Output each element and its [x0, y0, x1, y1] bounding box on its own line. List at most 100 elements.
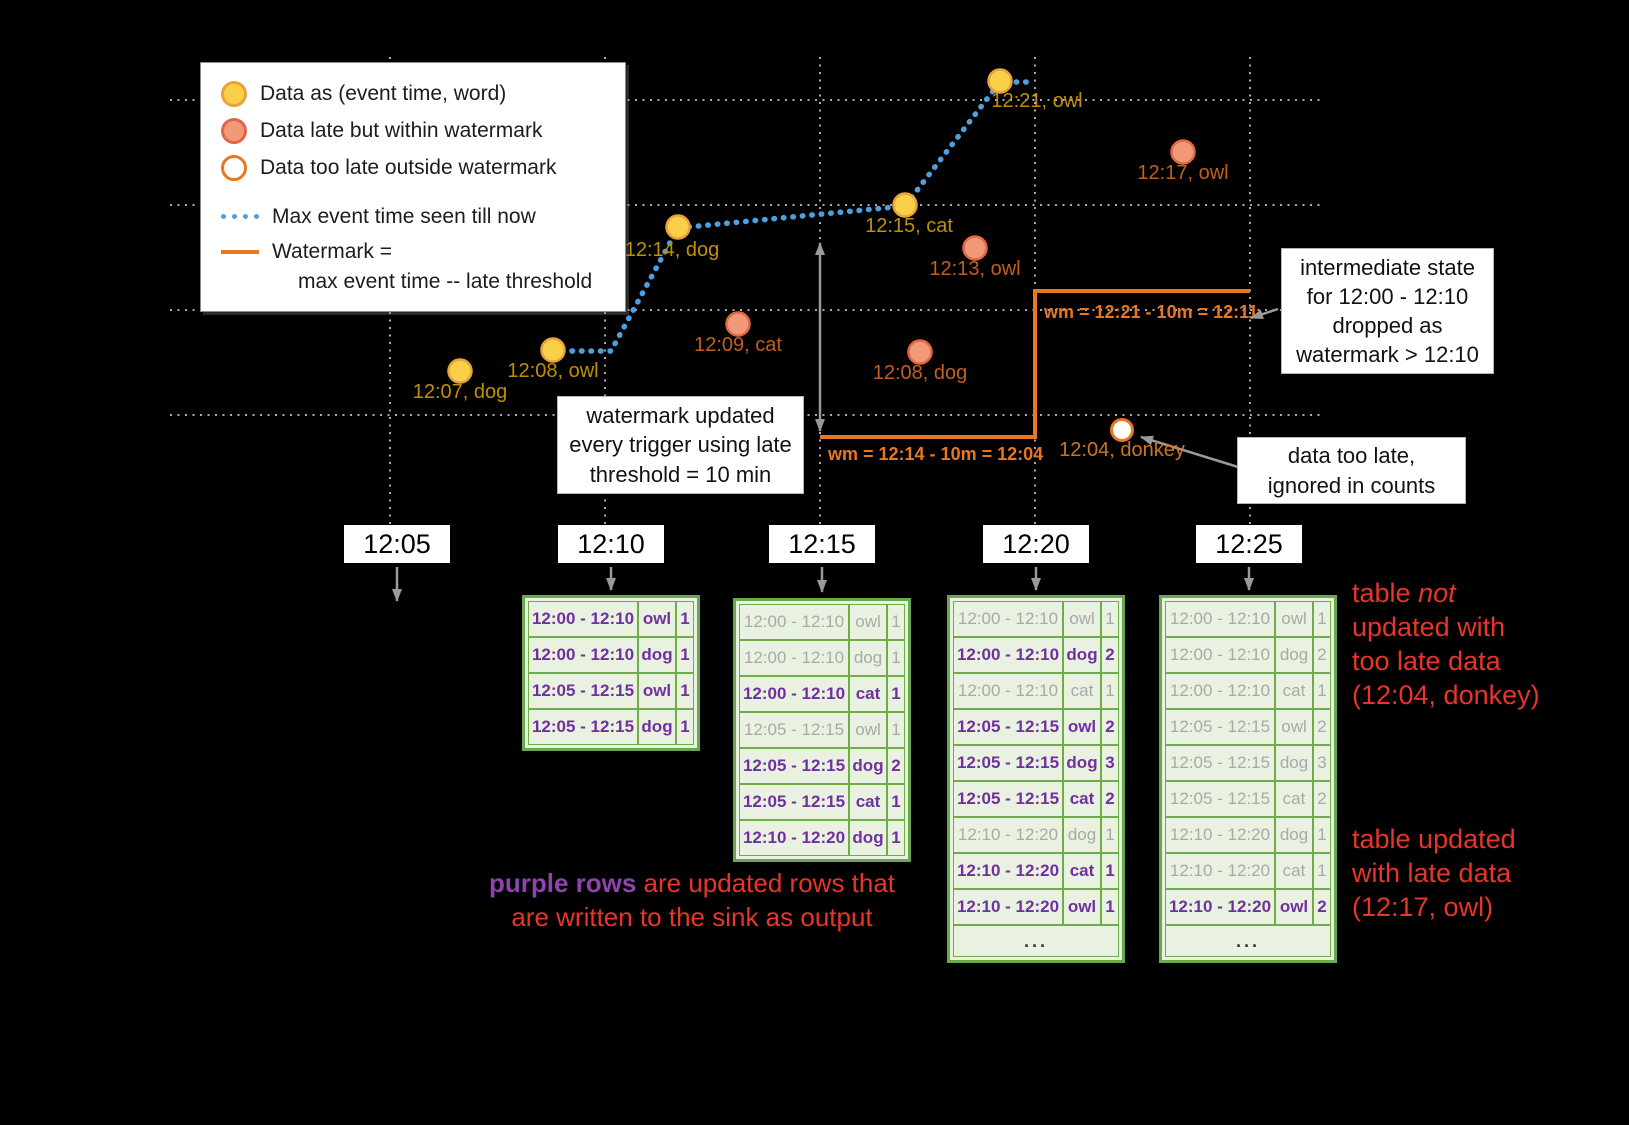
count-cell: 1: [887, 676, 905, 712]
data-point-ontime: [987, 68, 1013, 94]
count-cell: 1: [676, 637, 694, 673]
legend-label: Max event time seen till now: [272, 204, 536, 228]
window-cell: 12:00 - 12:10: [1165, 637, 1275, 673]
data-point-label: 12:21, owl: [991, 90, 1082, 112]
callout-line: data too late,: [1287, 443, 1416, 469]
legend-item-late: Data late but within watermark: [221, 112, 619, 149]
purple-note-line1: purple rows are updated rows that: [482, 867, 902, 901]
count-cell: 3: [1101, 745, 1119, 781]
window-cell: 12:10 - 12:20: [953, 853, 1063, 889]
count-cell: 1: [1101, 673, 1119, 709]
callout-line: every trigger using late: [569, 432, 792, 458]
word-cell: dog: [1063, 637, 1101, 673]
word-cell: owl: [638, 601, 676, 637]
word-cell: owl: [849, 604, 887, 640]
word-cell: owl: [638, 673, 676, 709]
watermark-line-icon: [221, 250, 259, 254]
purple-note-text: are updated rows that: [636, 868, 896, 898]
legend-separator: [221, 186, 619, 198]
callout-line: intermediate state: [1300, 254, 1475, 280]
window-cell: 12:00 - 12:10: [1165, 673, 1275, 709]
count-cell: 3: [1313, 745, 1331, 781]
window-cell: 12:10 - 12:20: [739, 820, 849, 856]
word-cell: dog: [849, 820, 887, 856]
data-point-toolate: [1110, 418, 1134, 442]
data-point-ontime: [540, 337, 566, 363]
window-cell: 12:00 - 12:10: [528, 601, 638, 637]
window-cell: 12:00 - 12:10: [953, 637, 1063, 673]
word-cell: owl: [849, 712, 887, 748]
count-cell: 1: [1101, 889, 1119, 925]
legend: Data as (event time, word) Data late but…: [200, 62, 626, 312]
trigger-time-12:25: 12:25: [1196, 525, 1302, 563]
count-cell: 1: [887, 784, 905, 820]
data-point-label: 12:08, dog: [873, 362, 968, 384]
count-cell: 1: [887, 820, 905, 856]
word-cell: owl: [1063, 709, 1101, 745]
word-cell: dog: [638, 637, 676, 673]
window-cell: 12:10 - 12:20: [1165, 817, 1275, 853]
legend-item-ontime: Data as (event time, word): [221, 75, 619, 112]
word-cell: dog: [849, 640, 887, 676]
data-point-late: [962, 235, 988, 261]
watermark-legend-line1: Watermark =: [272, 240, 392, 263]
callout-line: watermark updated: [586, 403, 775, 429]
window-cell: 12:00 - 12:10: [953, 673, 1063, 709]
window-cell: 12:00 - 12:10: [739, 640, 849, 676]
word-cell: dog: [1275, 817, 1313, 853]
word-cell: dog: [849, 748, 887, 784]
legend-item-watermark: Watermark = max event time -- late thres…: [221, 237, 619, 297]
callout-intermediate-state: intermediate state for 12:00 - 12:10 dro…: [1281, 248, 1494, 374]
data-point-label: 12:04, donkey: [1059, 439, 1185, 461]
callout-too-late: data too late, ignored in counts: [1237, 437, 1466, 504]
word-cell: cat: [1063, 853, 1101, 889]
trigger-time-12:10: 12:10: [558, 525, 664, 563]
callout-line: watermark > 12:10: [1296, 342, 1479, 368]
count-cell: 2: [1101, 637, 1119, 673]
data-point-label: 12:08, owl: [507, 360, 598, 382]
data-point-ontime: [665, 214, 691, 240]
window-cell: 12:05 - 12:15: [739, 784, 849, 820]
window-cell: 12:00 - 12:10: [1165, 601, 1275, 637]
callout-watermark-update: watermark updated every trigger using la…: [557, 396, 804, 494]
watermark-legend-line2: max event time -- late threshold: [298, 270, 593, 293]
trigger-time-12:15: 12:15: [769, 525, 875, 563]
window-cell: 12:10 - 12:20: [1165, 889, 1275, 925]
ellipsis-cell: ...: [953, 925, 1119, 957]
data-point-late: [907, 339, 933, 365]
trigger-time-12:05: 12:05: [344, 525, 450, 563]
note-line: table updated: [1352, 824, 1516, 854]
legend-label: Data late but within watermark: [260, 118, 543, 142]
count-cell: 2: [1101, 709, 1119, 745]
window-cell: 12:10 - 12:20: [1165, 853, 1275, 889]
note-text: table: [1352, 578, 1419, 608]
legend-item-toolate: Data too late outside watermark: [221, 149, 619, 186]
count-cell: 1: [887, 604, 905, 640]
legend-label: Data too late outside watermark: [260, 155, 557, 179]
count-cell: 1: [676, 673, 694, 709]
ellipsis-cell: ...: [1165, 925, 1331, 957]
watermark-line: [820, 289, 1250, 439]
window-cell: 12:10 - 12:20: [953, 817, 1063, 853]
data-point-label: 12:17, owl: [1137, 162, 1228, 184]
window-cell: 12:10 - 12:20: [953, 889, 1063, 925]
data-point-label: 12:14, dog: [625, 239, 720, 261]
legend-label: Data as (event time, word): [260, 81, 507, 105]
count-cell: 1: [1313, 817, 1331, 853]
count-cell: 1: [1313, 601, 1331, 637]
note-line: too late data: [1352, 646, 1501, 677]
window-cell: 12:05 - 12:15: [739, 712, 849, 748]
window-cell: 12:05 - 12:15: [528, 673, 638, 709]
window-cell: 12:05 - 12:15: [953, 781, 1063, 817]
count-cell: 1: [1101, 817, 1119, 853]
data-point-late: [725, 311, 751, 337]
data-point-ontime: [892, 192, 918, 218]
word-cell: dog: [1063, 745, 1101, 781]
count-cell: 1: [1101, 601, 1119, 637]
count-cell: 1: [1101, 853, 1119, 889]
word-cell: owl: [1063, 601, 1101, 637]
